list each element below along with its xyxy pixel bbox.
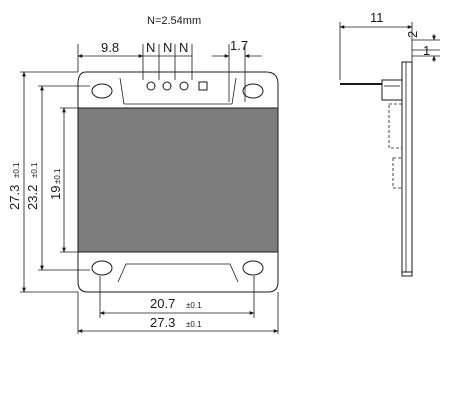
dim-side-thin: 1: [423, 43, 430, 58]
dim-width-inner-tol: ±0.1: [186, 301, 202, 310]
side-component-2: [392, 157, 403, 189]
front-dimensions: N=2.54mm 9.8 N N N 1.7 27.3 ±0.1: [7, 15, 279, 334]
pin-3: [179, 81, 189, 91]
dim-height-inner-tol: ±0.1: [53, 168, 62, 184]
dim-height-outer-tol: ±0.1: [12, 162, 21, 178]
top-ledge-right: [231, 77, 237, 105]
mount-hole-top-right: [242, 83, 264, 99]
bottom-ledge: [117, 263, 239, 283]
dim-height-mid: 23.2: [25, 185, 40, 210]
pin-2: [162, 81, 172, 91]
mount-hole-top-left: [91, 83, 113, 99]
dim-width-outer-tol: ±0.1: [186, 320, 202, 329]
dim-side-pcb: 2: [405, 31, 420, 38]
top-ledge-left: [119, 77, 125, 105]
dim-pin-right: 1.7: [230, 38, 248, 53]
dim-pitch-1: N: [146, 40, 155, 55]
side-bottom-tail: [401, 272, 413, 277]
dim-pin-offset: 9.8: [101, 40, 119, 55]
front-view: [77, 71, 279, 293]
dim-width-inner: 20.7: [150, 296, 175, 311]
display-area: [77, 107, 279, 253]
dim-pitch-3: N: [179, 40, 188, 55]
board-outline: [77, 71, 279, 293]
mount-hole-bottom-right: [242, 260, 264, 276]
dim-pitch-2: N: [163, 40, 172, 55]
mount-hole-bottom-left: [91, 260, 113, 276]
dim-height-inner: 19: [48, 186, 63, 200]
dim-height-mid-tol: ±0.1: [30, 162, 39, 178]
side-view: [340, 61, 413, 277]
dim-height-outer: 27.3: [7, 185, 22, 210]
pitch-note: N=2.54mm: [147, 15, 201, 27]
side-dimensions: 11 2 1: [339, 10, 440, 80]
pin-1: [146, 81, 156, 91]
dim-side-depth: 11: [370, 10, 384, 25]
side-component-1: [388, 103, 403, 149]
dim-width-outer: 27.3: [150, 315, 175, 330]
side-header-block: [381, 79, 403, 101]
side-pcb: [401, 61, 413, 273]
pin-4-square: [198, 81, 208, 91]
